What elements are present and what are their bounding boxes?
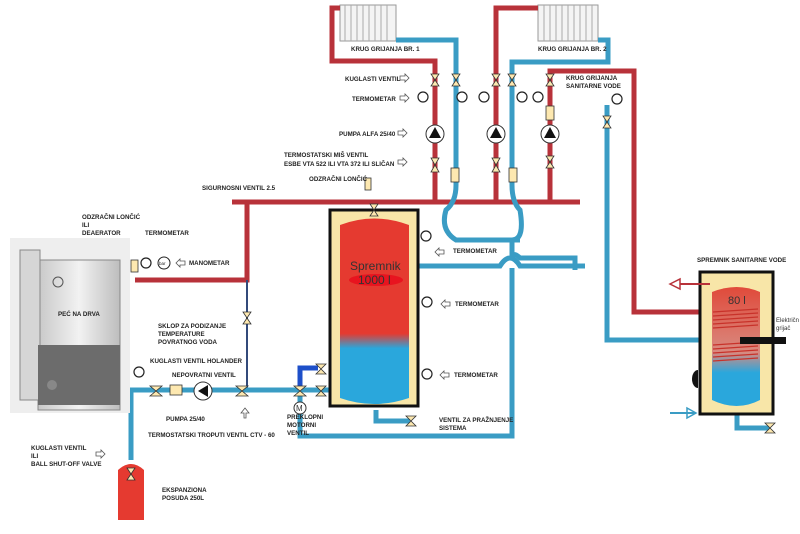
label-return-assembly-3: POVRATNOG VODA: [158, 339, 218, 346]
electric-heater-icon: [740, 337, 786, 344]
label-circuit-2: KRUG GRIJANJA BR. 2: [538, 46, 607, 53]
buffer-tank: Spremnik 1000 l: [328, 208, 420, 408]
label-motor-valve-1: PREKLOPNI: [287, 414, 323, 421]
boiler-label: PEĆ NA DRVA: [58, 310, 100, 318]
label-safety-valve: SIGURNOSNI VENTIL 2.5: [202, 185, 276, 192]
pump-circuit-1-icon: [425, 124, 445, 144]
hot-pipes: [135, 5, 705, 390]
label-return-assembly-2: TEMPERATURE: [158, 331, 205, 338]
label-dhw-tank: SPREMNIK SANITARNE VODE: [697, 257, 786, 264]
valve-icons: [126, 73, 776, 481]
label-motor-valve-2: MOTORNI: [287, 422, 316, 429]
wood-boiler: PEĆ NA DRVA: [10, 238, 130, 413]
label-electric-heater-1: Električn: [776, 318, 799, 324]
label-deaerator-1: ODZRAČNI LONČIĆ: [82, 213, 141, 221]
dhw-volume: 80 l: [728, 295, 746, 307]
motor-valve-icon: M: [293, 401, 307, 415]
label-motor-valve-3: VENTIL: [287, 430, 309, 437]
label-sanitary-circuit-1: KRUG GRIJANJA: [566, 75, 618, 82]
label-tank-thermometer-2: TERMOMETAR: [455, 301, 499, 308]
dhw-tank: 80 l: [668, 270, 786, 420]
svg-text:bar: bar: [159, 261, 166, 266]
label-tank-thermometer-3: TERMOMETAR: [454, 372, 498, 379]
label-sanitary-circuit-2: SANITARNE VODE: [566, 83, 621, 90]
label-mixing-valve-2: ESBE VTA 522 ILI VTA 372 ILI SLIČAN: [284, 161, 395, 168]
label-mixing-valve-1: TERMOSTATSKI MIŠ VENTIL: [284, 151, 369, 159]
label-deaerator-2: ILI: [82, 222, 89, 229]
label-ball-shutoff-3: BALL SHUT-OFF VALVE: [31, 461, 101, 468]
pump-boiler-icon: [193, 381, 213, 401]
pump-circuit-2-icon: [486, 124, 506, 144]
svg-text:M: M: [296, 404, 303, 413]
label-air-vent: ODZRAČNI LONČIĆ: [309, 175, 368, 183]
labels: KRUG GRIJANJA BR. 1 KRUG GRIJANJA BR. 2 …: [31, 46, 799, 502]
label-expansion-2: POSUDA 250L: [162, 495, 204, 502]
label-electric-heater-2: grijač: [776, 326, 790, 332]
label-ball-shutoff-2: ILI: [31, 453, 38, 460]
thermometer-icons: [133, 91, 623, 380]
label-ball-shutoff-1: KUGLASTI VENTIL: [31, 445, 87, 452]
label-deaerator-3: DEAERATOR: [82, 230, 121, 237]
label-thermometer: TERMOMETAR: [352, 96, 396, 103]
label-drain-valve-1: VENTIL ZA PRAŽNJENJE: [439, 416, 513, 424]
label-manometer: MANOMETAR: [189, 260, 230, 267]
hot-water-out-arrow-icon: [668, 277, 681, 291]
label-tank-thermometer-1: TERMOMETAR: [453, 248, 497, 255]
expansion-vessel: [118, 464, 144, 520]
cold-water-in-arrow-icon: [686, 406, 698, 420]
label-pump-alfa: PUMPA ALFA 25/40: [339, 131, 396, 138]
label-return-assembly-1: SKLOP ZA PODIZANJE: [158, 323, 226, 330]
manometer-icon: bar: [157, 256, 171, 270]
label-circuit-1: KRUG GRIJANJA BR. 1: [351, 46, 420, 53]
radiator-2: [537, 4, 599, 42]
label-check-valve: NEPOVRATNI VENTIL: [172, 372, 236, 379]
pointer-arrows: [95, 73, 451, 459]
label-drain-valve-2: SISTEMA: [439, 425, 467, 432]
pump-sanitary-icon: [540, 124, 560, 144]
radiator-1: [339, 4, 397, 42]
label-expansion-1: EKSPANZIONA: [162, 487, 207, 494]
label-ball-valve: KUGLASTI VENTIL: [345, 76, 401, 83]
tank-name: Spremnik: [350, 259, 402, 273]
label-boiler-thermometer: TERMOMETAR: [145, 230, 189, 237]
label-three-way-valve: TERMOSTATSKI TROPUTI VENTIL CTV - 60: [148, 432, 275, 439]
pump-icons: [193, 124, 560, 401]
label-pump-2540: PUMPA 25/40: [166, 416, 205, 423]
cold-pipes: [120, 37, 770, 460]
label-ball-valve-holander: KUGLASTI VENTIL HOLANDER: [150, 358, 243, 365]
tank-volume: 1000 l: [358, 273, 391, 287]
